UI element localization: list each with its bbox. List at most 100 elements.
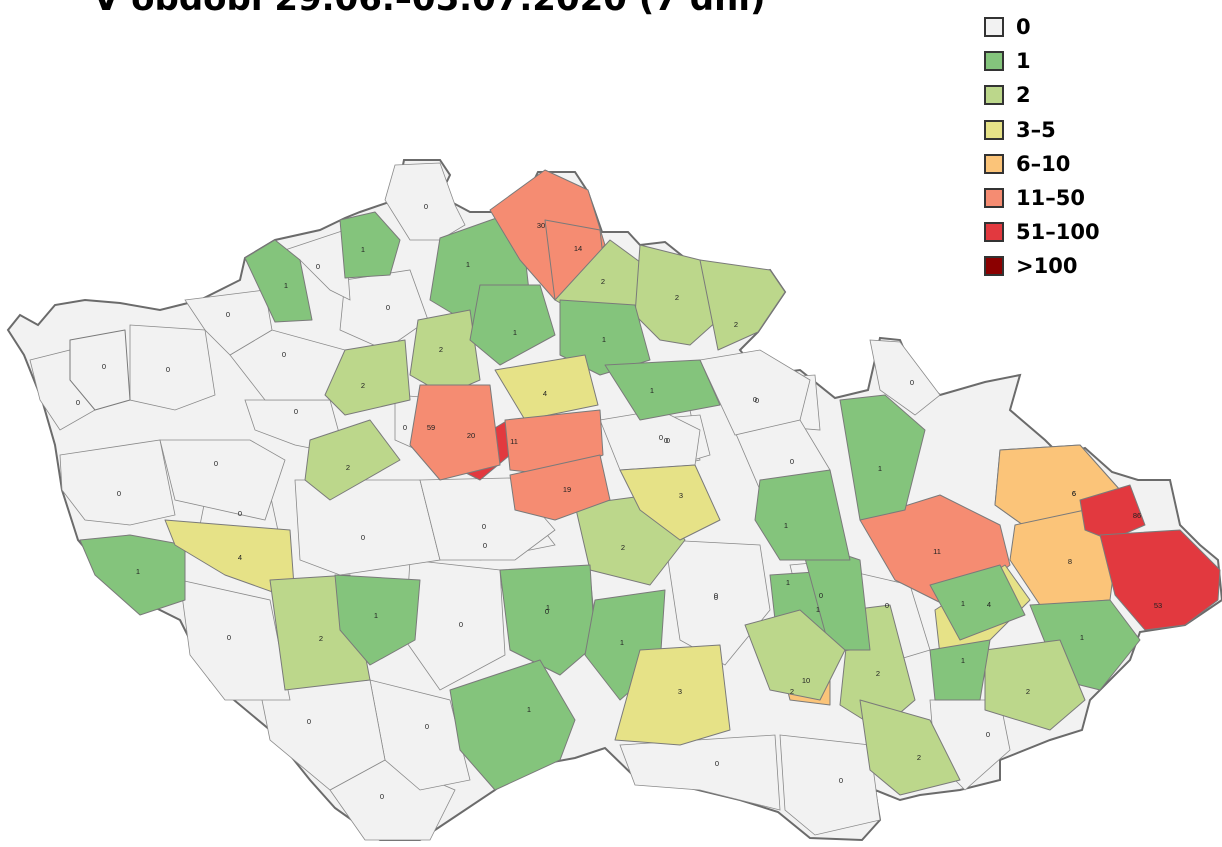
district-label-17: 14 [574, 244, 582, 253]
district-7 [339, 211, 401, 279]
district-label-44: 0 [307, 717, 311, 726]
district-label-22: 2 [361, 381, 365, 390]
district-29 [604, 359, 721, 421]
district-58 [1099, 529, 1221, 631]
legend-label-7: >100 [1016, 254, 1078, 279]
legend-label-2: 2 [1016, 83, 1031, 108]
district-label-6: 0 [386, 303, 390, 312]
district-3 [184, 289, 273, 356]
district-14 [79, 534, 186, 616]
legend-item-3: 3–5 [984, 113, 1100, 147]
district-64 [614, 644, 731, 746]
district-label-7: 1 [361, 245, 365, 254]
district-label-63: 1 [527, 705, 531, 714]
district-label-74: 0 [666, 436, 670, 445]
district-label-18: 2 [601, 277, 605, 286]
legend-item-4: 6–10 [984, 147, 1100, 181]
district-11 [159, 439, 286, 521]
legend-item-2: 2 [984, 78, 1100, 112]
district-label-54: 1 [816, 605, 820, 614]
district-label-28: 4 [543, 389, 547, 398]
district-71 [619, 734, 781, 811]
district-label-25: 0 [403, 423, 407, 432]
district-35 [509, 454, 611, 521]
legend-item-5: 11–50 [984, 181, 1100, 215]
district-label-2: 0 [76, 398, 80, 407]
district-24 [304, 419, 401, 501]
legend-swatch-2 [984, 85, 1004, 106]
district-63 [449, 659, 576, 791]
district-label-46: 0 [380, 792, 384, 801]
district-label-69: 1 [961, 656, 965, 665]
district-label-62: 1 [878, 464, 882, 473]
district-label-82: 0 [545, 607, 549, 616]
legend-label-3: 3–5 [1016, 117, 1056, 142]
district-label-45: 0 [425, 722, 429, 731]
district-label-33: 0 [790, 457, 794, 466]
district-36 [619, 464, 721, 541]
district-label-16: 30 [537, 221, 545, 230]
district-label-35: 19 [563, 485, 571, 494]
district-2 [29, 349, 96, 431]
legend-label-5: 11–50 [1016, 186, 1085, 211]
district-41 [294, 479, 441, 576]
district-label-0: 0 [102, 362, 106, 371]
district-label-55: 6 [1072, 489, 1076, 498]
district-label-41: 0 [361, 533, 365, 542]
district-label-3: 0 [226, 310, 230, 319]
legend-item-0: 0 [984, 10, 1100, 44]
legend-swatch-5 [984, 188, 1004, 209]
district-label-49: 0 [459, 620, 463, 629]
district-label-9: 0 [282, 350, 286, 359]
district-62 [839, 394, 926, 521]
district-label-80: 0 [483, 541, 487, 550]
district-68 [859, 699, 961, 796]
district-72 [779, 734, 881, 836]
district-27 [409, 384, 501, 481]
district-label-8: 0 [424, 202, 428, 211]
district-label-72: 0 [839, 776, 843, 785]
district-label-77: 1 [784, 521, 788, 530]
district-40 [164, 519, 296, 601]
district-label-64: 3 [678, 687, 682, 696]
district-label-32: 0 [659, 433, 663, 442]
legend-label-4: 6–10 [1016, 151, 1071, 176]
district-52 [664, 539, 771, 666]
district-label-70: 0 [986, 730, 990, 739]
district-label-52: 0 [714, 593, 718, 602]
district-label-78: 0 [910, 378, 914, 387]
district-78 [869, 339, 941, 416]
legend-item-6: 51–100 [984, 215, 1100, 249]
legend-label-0: 0 [1016, 15, 1031, 40]
district-label-30: 0 [753, 395, 757, 404]
district-label-53: 1 [786, 578, 790, 587]
district-83 [929, 564, 1026, 641]
district-label-51: 1 [620, 638, 624, 647]
district-label-83: 1 [961, 599, 965, 608]
district-label-73: 0 [755, 396, 759, 405]
district-50 [499, 564, 596, 676]
district-label-60: 1 [1080, 633, 1084, 642]
district-label-31: 11 [510, 437, 518, 446]
district-polygons [29, 162, 1221, 841]
district-label-71: 0 [715, 759, 719, 768]
district-label-24: 2 [346, 463, 350, 472]
district-label-10: 0 [294, 407, 298, 416]
legend-swatch-0 [984, 17, 1004, 38]
legend-swatch-6 [984, 222, 1004, 243]
district-label-76: 0 [819, 591, 823, 600]
legend-swatch-7 [984, 256, 1004, 277]
legend-item-7: >100 [984, 249, 1100, 283]
district-label-79: 0 [664, 436, 668, 445]
district-47 [334, 574, 421, 666]
district-label-38: 0 [482, 522, 486, 531]
district-label-81: 0 [714, 591, 718, 600]
district-39 [469, 284, 556, 366]
district-label-21: 2 [439, 345, 443, 354]
district-label-37: 6 [1072, 489, 1076, 498]
district-1 [129, 324, 216, 411]
district-8 [384, 162, 466, 241]
district-label-27: 20 [467, 431, 475, 440]
district-label-59: 11 [933, 547, 941, 556]
